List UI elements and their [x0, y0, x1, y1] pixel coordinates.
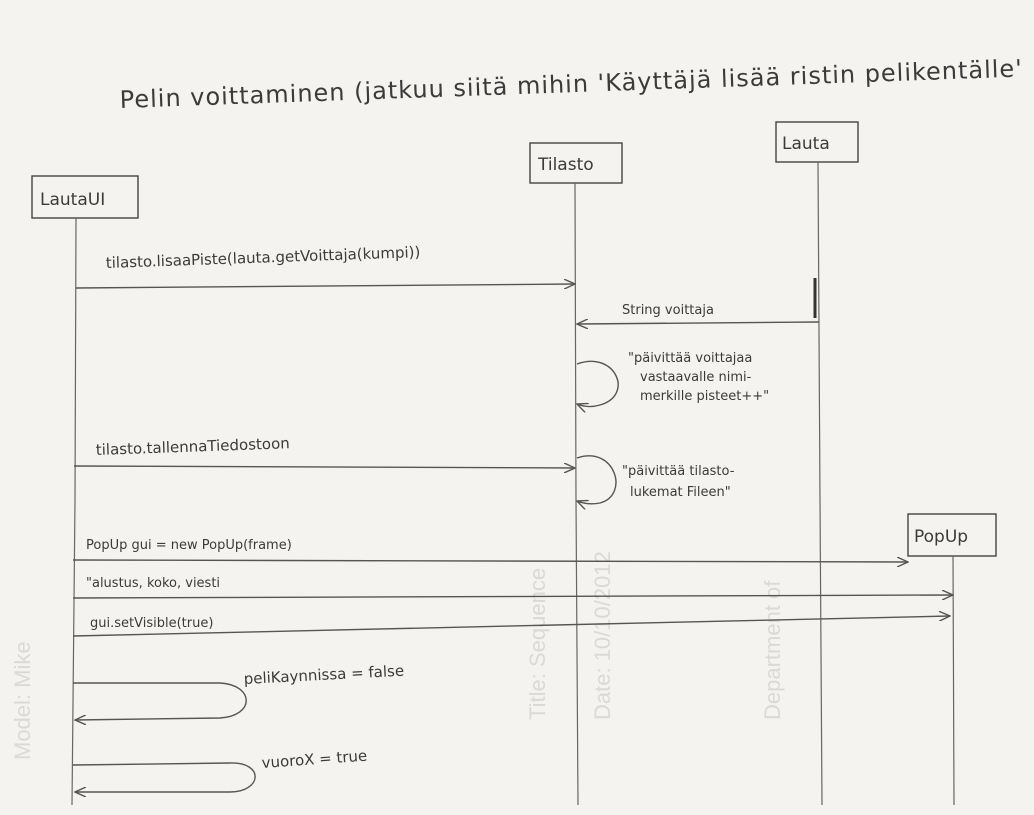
note-save-line-1: "päivittää tilasto- — [622, 464, 735, 479]
message-setvisible-label: gui.setVisible(true) — [90, 616, 213, 631]
message-tallenna-label: tilasto.tallennaTiedostoon — [96, 434, 290, 459]
self-call-vuorox-arrow — [72, 762, 256, 792]
paper-bleedthrough: Title: Sequence Date: 10/10/2012 Departm… — [10, 551, 785, 760]
note-update-line-2: vastaavalle nimi- — [640, 370, 752, 385]
lifeline-popup — [952, 555, 955, 806]
bleed-text-2: Date: 10/10/2012 — [590, 551, 615, 720]
message-alustus-arrow — [72, 595, 953, 598]
participant-tilasto: Tilasto — [529, 142, 623, 184]
message-alustus-label: "alustus, koko, viesti — [86, 576, 220, 591]
participant-lauta-label: Lauta — [782, 134, 830, 154]
note-save-stats: "päivittää tilasto- lukemat Fileen" — [622, 464, 735, 500]
self-call-save-arrow — [577, 455, 617, 504]
note-update-line-1: "päivittää voittajaa — [628, 351, 752, 366]
message-pelikaynnissa-label: peliKaynnissa = false — [243, 662, 404, 688]
message-setvisible-arrow — [72, 616, 950, 637]
diagram-title: Pelin voittaminen (jatkuu siitä mihin 'K… — [119, 54, 1023, 114]
message-voittaja-arrow — [577, 322, 820, 324]
note-save-line-2: lukemat Fileen" — [630, 485, 731, 500]
message-new-popup-label: PopUp gui = new PopUp(frame) — [86, 538, 292, 553]
bleed-text-4: Model: Mike — [10, 641, 35, 760]
lifeline-tilasto — [574, 182, 579, 806]
note-update-points: "päivittää voittajaa vastaavalle nimi- m… — [628, 351, 769, 404]
self-call-pelikaynnissa-arrow — [73, 682, 247, 720]
participant-lautaui: LautaUI — [31, 175, 139, 219]
self-call-update-arrow — [577, 360, 619, 406]
participant-lauta: Lauta — [775, 121, 859, 163]
participant-popup-label: PopUp — [914, 527, 968, 547]
participant-lautaui-label: LautaUI — [40, 190, 105, 210]
lifeline-lautaui — [71, 217, 77, 806]
message-new-popup-arrow — [72, 560, 908, 562]
bleed-text-1: Title: Sequence — [525, 568, 550, 720]
message-vuorox-label: vuoroX = true — [261, 747, 368, 772]
message-lisaapiste-label: tilasto.lisaaPiste(lauta.getVoittaja(kum… — [106, 243, 421, 272]
participant-popup: PopUp — [907, 513, 997, 557]
lifeline-lauta — [817, 161, 823, 806]
message-voittaja-label: String voittaja — [622, 303, 714, 318]
bleed-text-3: Department of — [760, 580, 785, 720]
message-lisaapiste-arrow — [75, 284, 575, 288]
message-tallenna-arrow — [73, 466, 575, 468]
note-update-line-3: merkille pisteet++" — [640, 389, 769, 404]
participant-tilasto-label: Tilasto — [537, 155, 594, 175]
